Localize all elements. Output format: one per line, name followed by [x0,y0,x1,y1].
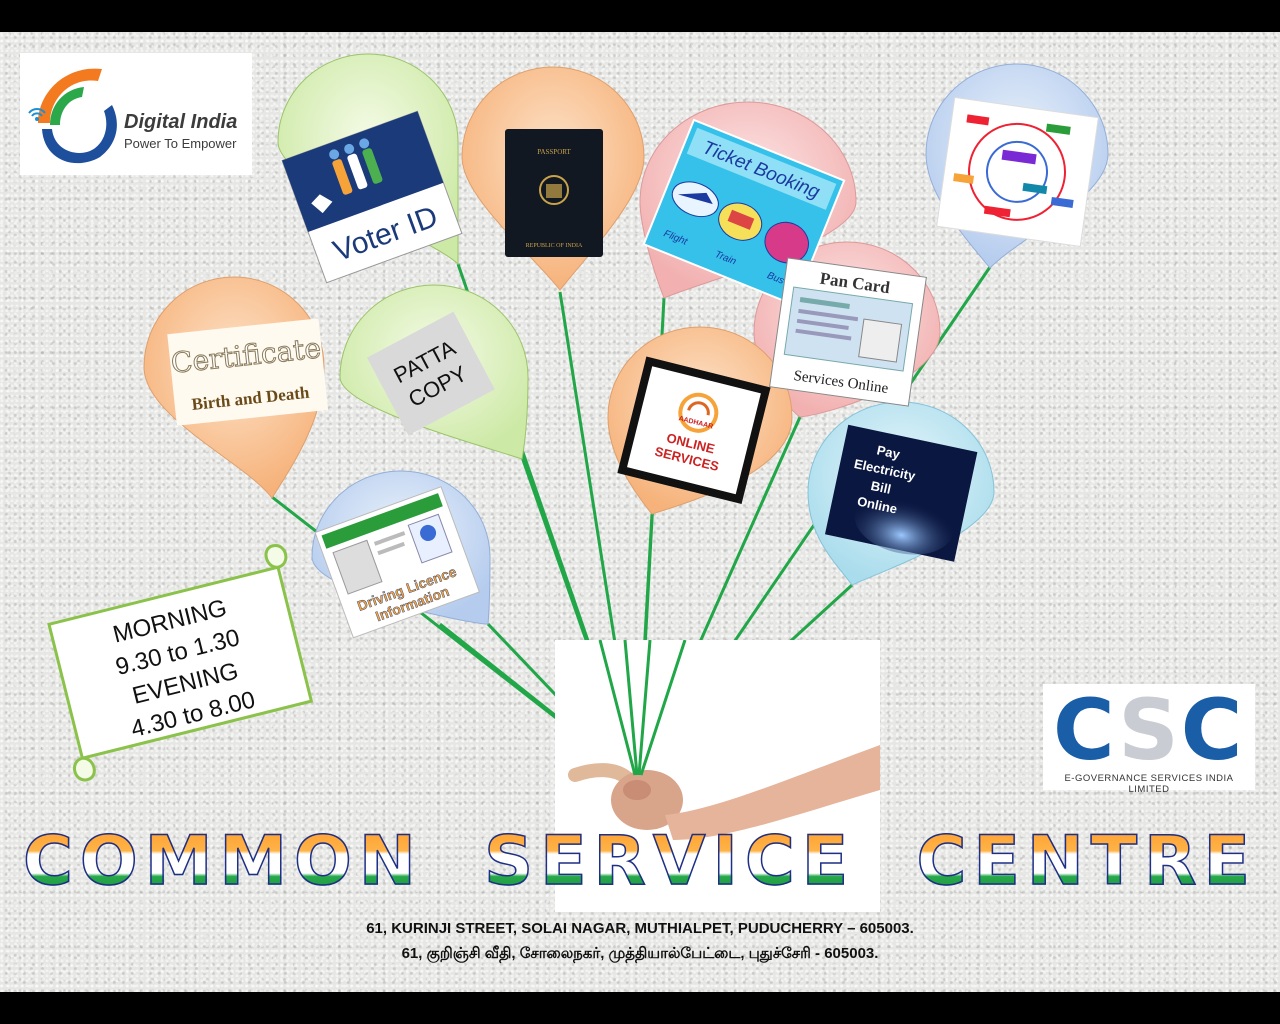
digital-india-logo: Digital India Power To Empower [20,53,252,175]
fist-icon [568,640,880,840]
balloons-illustration: Voter ID PASSPORT REPUBLIC OF INDIA Tick… [47,53,1109,782]
electricity-l3: Bill [870,478,893,497]
address-english: 61, KURINJI STREET, SOLAI NAGAR, MUTHIAL… [366,920,914,937]
electricity-l1: Pay [876,442,902,462]
aadhaar-card: AADHAAR ONLINE SERVICES [617,356,771,504]
csc-letters: CSC [1053,684,1244,776]
passport-top-text: PASSPORT [537,148,571,156]
electricity-bill-card: Pay Electricity Bill Online [824,424,978,562]
digital-india-title: Digital India [124,111,238,133]
digital-india-tagline: Power To Empower [124,136,237,151]
page-title: COMMON SERVICE CENTRE [0,821,1280,902]
csc-logo: CSC E-Governance Services India Limited [1043,684,1255,795]
driving-licence-card: Driving Licence Information [314,486,480,639]
address-tamil: 61, குறிஞ்சி வீதி, சோலைநகர், முத்தியால்ப… [401,945,879,962]
passport-image: PASSPORT REPUBLIC OF INDIA [505,129,603,257]
digital-india-emblem-icon [28,68,117,164]
csc-letter-c2: C [1180,681,1245,779]
voter-id-card: Voter ID [281,110,463,284]
hand-image [555,640,880,912]
csc-letter-c1: C [1053,681,1119,779]
passport-bottom-text: REPUBLIC OF INDIA [526,243,583,249]
patta-copy-card: PATTA COPY [366,311,495,436]
timings-scroll: MORNING 9.30 to 1.30 EVENING 4.30 to 8.0… [47,544,314,782]
csc-subtitle: E-Governance Services India Limited [1064,773,1234,795]
certificate-card: Certificate Birth and Death [167,318,329,426]
pan-card-image: Pan Card Services Online [769,257,927,407]
recharge-collage-image [936,96,1099,247]
csc-letter-s: S [1118,681,1181,779]
poster: Digital India Power To Empower [0,32,1280,992]
